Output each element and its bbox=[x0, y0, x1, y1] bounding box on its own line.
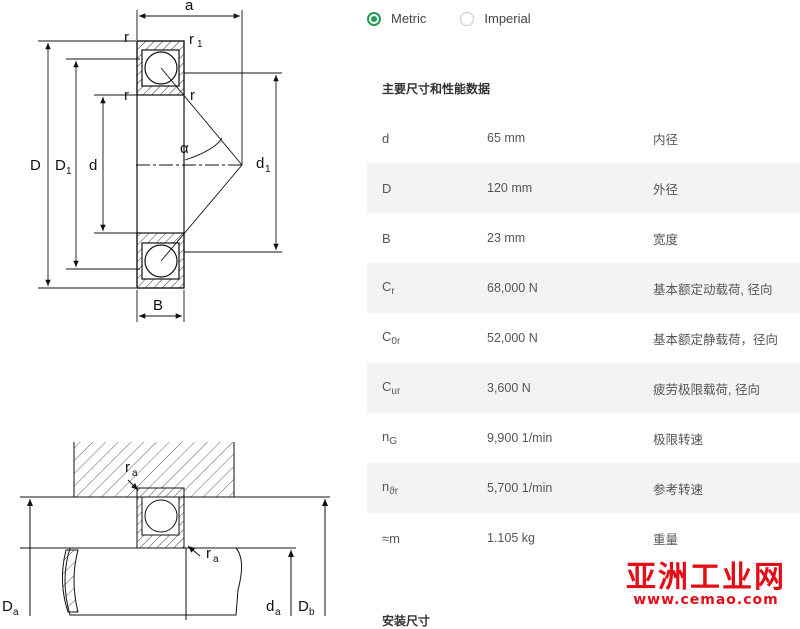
specs-table: d 65 mm 内径 D 120 mm 外径 B 23 mm 宽度 Cr 68,… bbox=[367, 113, 800, 563]
svg-text:α: α bbox=[180, 140, 189, 157]
watermark-url: www.cemao.com bbox=[633, 592, 779, 608]
svg-text:1: 1 bbox=[265, 164, 271, 175]
spec-description: 参考转速 bbox=[653, 482, 704, 497]
table-row: Cr 68,000 N 基本额定动载荷, 径向 bbox=[367, 263, 800, 313]
spec-symbol: d bbox=[382, 130, 390, 146]
unit-option-imperial[interactable]: Imperial bbox=[460, 11, 531, 26]
svg-text:a: a bbox=[185, 0, 194, 14]
table-row: d 65 mm 内径 bbox=[367, 113, 800, 163]
spec-symbol: Cur bbox=[382, 379, 401, 397]
spec-symbol: ≈m bbox=[382, 530, 400, 546]
svg-text:a: a bbox=[132, 468, 138, 479]
labels-top: a r r 1 r r D D 1 d d 1 α B bbox=[30, 0, 271, 314]
bearing-drawing: a r r 1 r r D D 1 d d 1 α B bbox=[0, 0, 360, 628]
spec-symbol: Cr bbox=[382, 279, 395, 297]
watermark-logo: 亚洲工业网 www.cemao.com bbox=[612, 560, 800, 608]
svg-text:r: r bbox=[206, 545, 211, 562]
svg-text:r: r bbox=[125, 459, 130, 476]
table-row: ≈m 1.105 kg 重量 bbox=[367, 513, 800, 563]
spec-value: 120 mm bbox=[487, 181, 533, 195]
svg-text:d: d bbox=[89, 157, 97, 174]
spec-value: 1.105 kg bbox=[487, 531, 535, 545]
svg-text:b: b bbox=[309, 607, 315, 618]
svg-text:D: D bbox=[298, 598, 309, 615]
specs-title: 主要尺寸和性能数据 bbox=[382, 82, 491, 96]
spec-symbol: B bbox=[382, 230, 391, 246]
dimension-lines-top bbox=[38, 10, 282, 322]
spec-value: 65 mm bbox=[487, 131, 526, 145]
mounting-title: 安装尺寸 bbox=[382, 614, 431, 628]
table-row: D 120 mm 外径 bbox=[367, 163, 800, 213]
svg-text:a: a bbox=[213, 554, 219, 565]
spec-description: 基本额定动载荷, 径向 bbox=[653, 282, 773, 297]
spec-description: 宽度 bbox=[653, 232, 679, 247]
spec-value: 3,600 N bbox=[487, 381, 531, 395]
spec-description: 内径 bbox=[653, 132, 679, 147]
svg-text:d: d bbox=[256, 155, 264, 172]
spec-value: 68,000 N bbox=[487, 281, 538, 295]
spec-description: 基本额定静载荷，径向 bbox=[653, 332, 779, 347]
spec-value: 5,700 1/min bbox=[487, 481, 553, 495]
unit-toggle: Metric Imperial bbox=[367, 11, 565, 26]
svg-text:a: a bbox=[13, 607, 19, 618]
spec-description: 疲劳极限载荷, 径向 bbox=[653, 382, 760, 397]
metric-label: Metric bbox=[391, 11, 427, 26]
svg-text:1: 1 bbox=[66, 166, 72, 177]
imperial-label: Imperial bbox=[484, 11, 531, 26]
metric-radio[interactable] bbox=[367, 11, 381, 26]
mounting-section bbox=[20, 442, 330, 620]
labels-bottom: r a r a D a d a D b bbox=[2, 459, 315, 618]
svg-text:r: r bbox=[190, 87, 195, 104]
table-row: B 23 mm 宽度 bbox=[367, 213, 800, 263]
imperial-radio[interactable] bbox=[460, 11, 475, 26]
watermark-name: 亚洲工业网 bbox=[626, 560, 786, 595]
spec-symbol: nϑr bbox=[382, 479, 399, 497]
svg-text:r: r bbox=[189, 31, 194, 48]
spec-value: 52,000 N bbox=[487, 331, 538, 345]
table-row: Cur 3,600 N 疲劳极限载荷, 径向 bbox=[367, 363, 800, 413]
spec-value: 23 mm bbox=[487, 231, 526, 245]
svg-text:d: d bbox=[266, 598, 274, 615]
svg-text:D: D bbox=[2, 598, 13, 615]
svg-text:a: a bbox=[275, 607, 281, 618]
spec-description: 极限转速 bbox=[653, 432, 704, 447]
spec-description: 重量 bbox=[653, 532, 679, 547]
table-row: C0r 52,000 N 基本额定静载荷，径向 bbox=[367, 313, 800, 363]
spec-symbol: nG bbox=[382, 429, 398, 447]
unit-option-metric[interactable]: Metric bbox=[367, 11, 426, 26]
svg-text:B: B bbox=[153, 297, 163, 314]
bearing-section-top bbox=[136, 40, 185, 289]
svg-text:D: D bbox=[55, 157, 66, 174]
spec-description: 外径 bbox=[653, 182, 679, 197]
table-row: nG 9,900 1/min 极限转速 bbox=[367, 413, 800, 463]
svg-text:r: r bbox=[124, 87, 129, 104]
spec-value: 9,900 1/min bbox=[487, 431, 553, 445]
spec-symbol: C0r bbox=[382, 329, 401, 347]
svg-text:D: D bbox=[30, 157, 41, 174]
table-row: nϑr 5,700 1/min 参考转速 bbox=[367, 463, 800, 513]
spec-symbol: D bbox=[382, 180, 392, 196]
svg-text:r: r bbox=[124, 29, 129, 46]
svg-text:1: 1 bbox=[197, 39, 203, 50]
